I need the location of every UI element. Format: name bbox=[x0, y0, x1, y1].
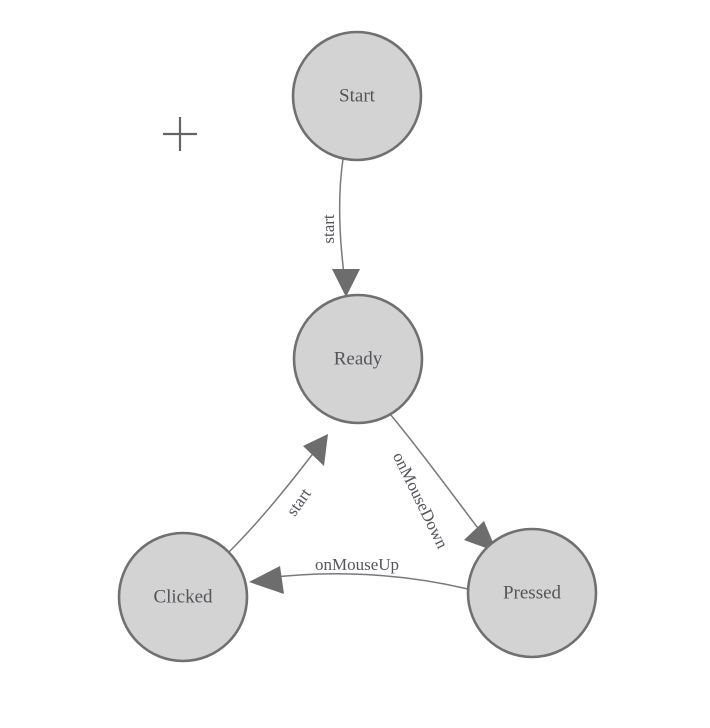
edge-label-pressed-to-clicked: onMouseUp bbox=[315, 555, 399, 574]
edge-start-to-ready-path bbox=[338, 158, 346, 283]
edge-ready-to-pressed-path bbox=[389, 413, 488, 541]
node-pressed-label: Pressed bbox=[503, 582, 562, 603]
node-clicked-circle bbox=[117, 531, 249, 663]
node-start[interactable]: Start bbox=[291, 30, 423, 162]
node-clicked[interactable]: Clicked bbox=[117, 531, 249, 663]
edge-pressed-to-clicked-path bbox=[266, 572, 469, 590]
node-ready-label: Ready bbox=[334, 348, 383, 369]
edge-label-clicked-to-ready: start bbox=[283, 484, 316, 519]
edge-clicked-to-ready[interactable]: start bbox=[228, 434, 328, 553]
node-pressed[interactable]: Pressed bbox=[466, 527, 598, 659]
edge-start-to-ready-arrowhead bbox=[332, 269, 360, 297]
edge-clicked-to-ready-path bbox=[228, 446, 319, 553]
edge-label-ready-to-pressed: onMouseDown bbox=[389, 449, 452, 552]
edge-clicked-to-ready-arrowhead bbox=[303, 434, 328, 466]
edge-ready-to-pressed[interactable]: onMouseDown bbox=[389, 413, 497, 552]
node-clicked-label: Clicked bbox=[153, 586, 213, 607]
node-start-circle bbox=[291, 30, 423, 162]
edge-start-to-ready[interactable]: start bbox=[319, 158, 360, 297]
edge-label-start-to-ready: start bbox=[319, 214, 338, 244]
node-ready-circle bbox=[292, 293, 424, 425]
node-pressed-circle bbox=[466, 527, 598, 659]
edge-pressed-to-clicked-arrowhead bbox=[249, 566, 284, 594]
node-start-label: Start bbox=[339, 85, 376, 106]
crosshair-icon bbox=[163, 117, 197, 151]
node-ready[interactable]: Ready bbox=[292, 293, 424, 425]
edge-pressed-to-clicked[interactable]: onMouseUp bbox=[249, 555, 469, 594]
